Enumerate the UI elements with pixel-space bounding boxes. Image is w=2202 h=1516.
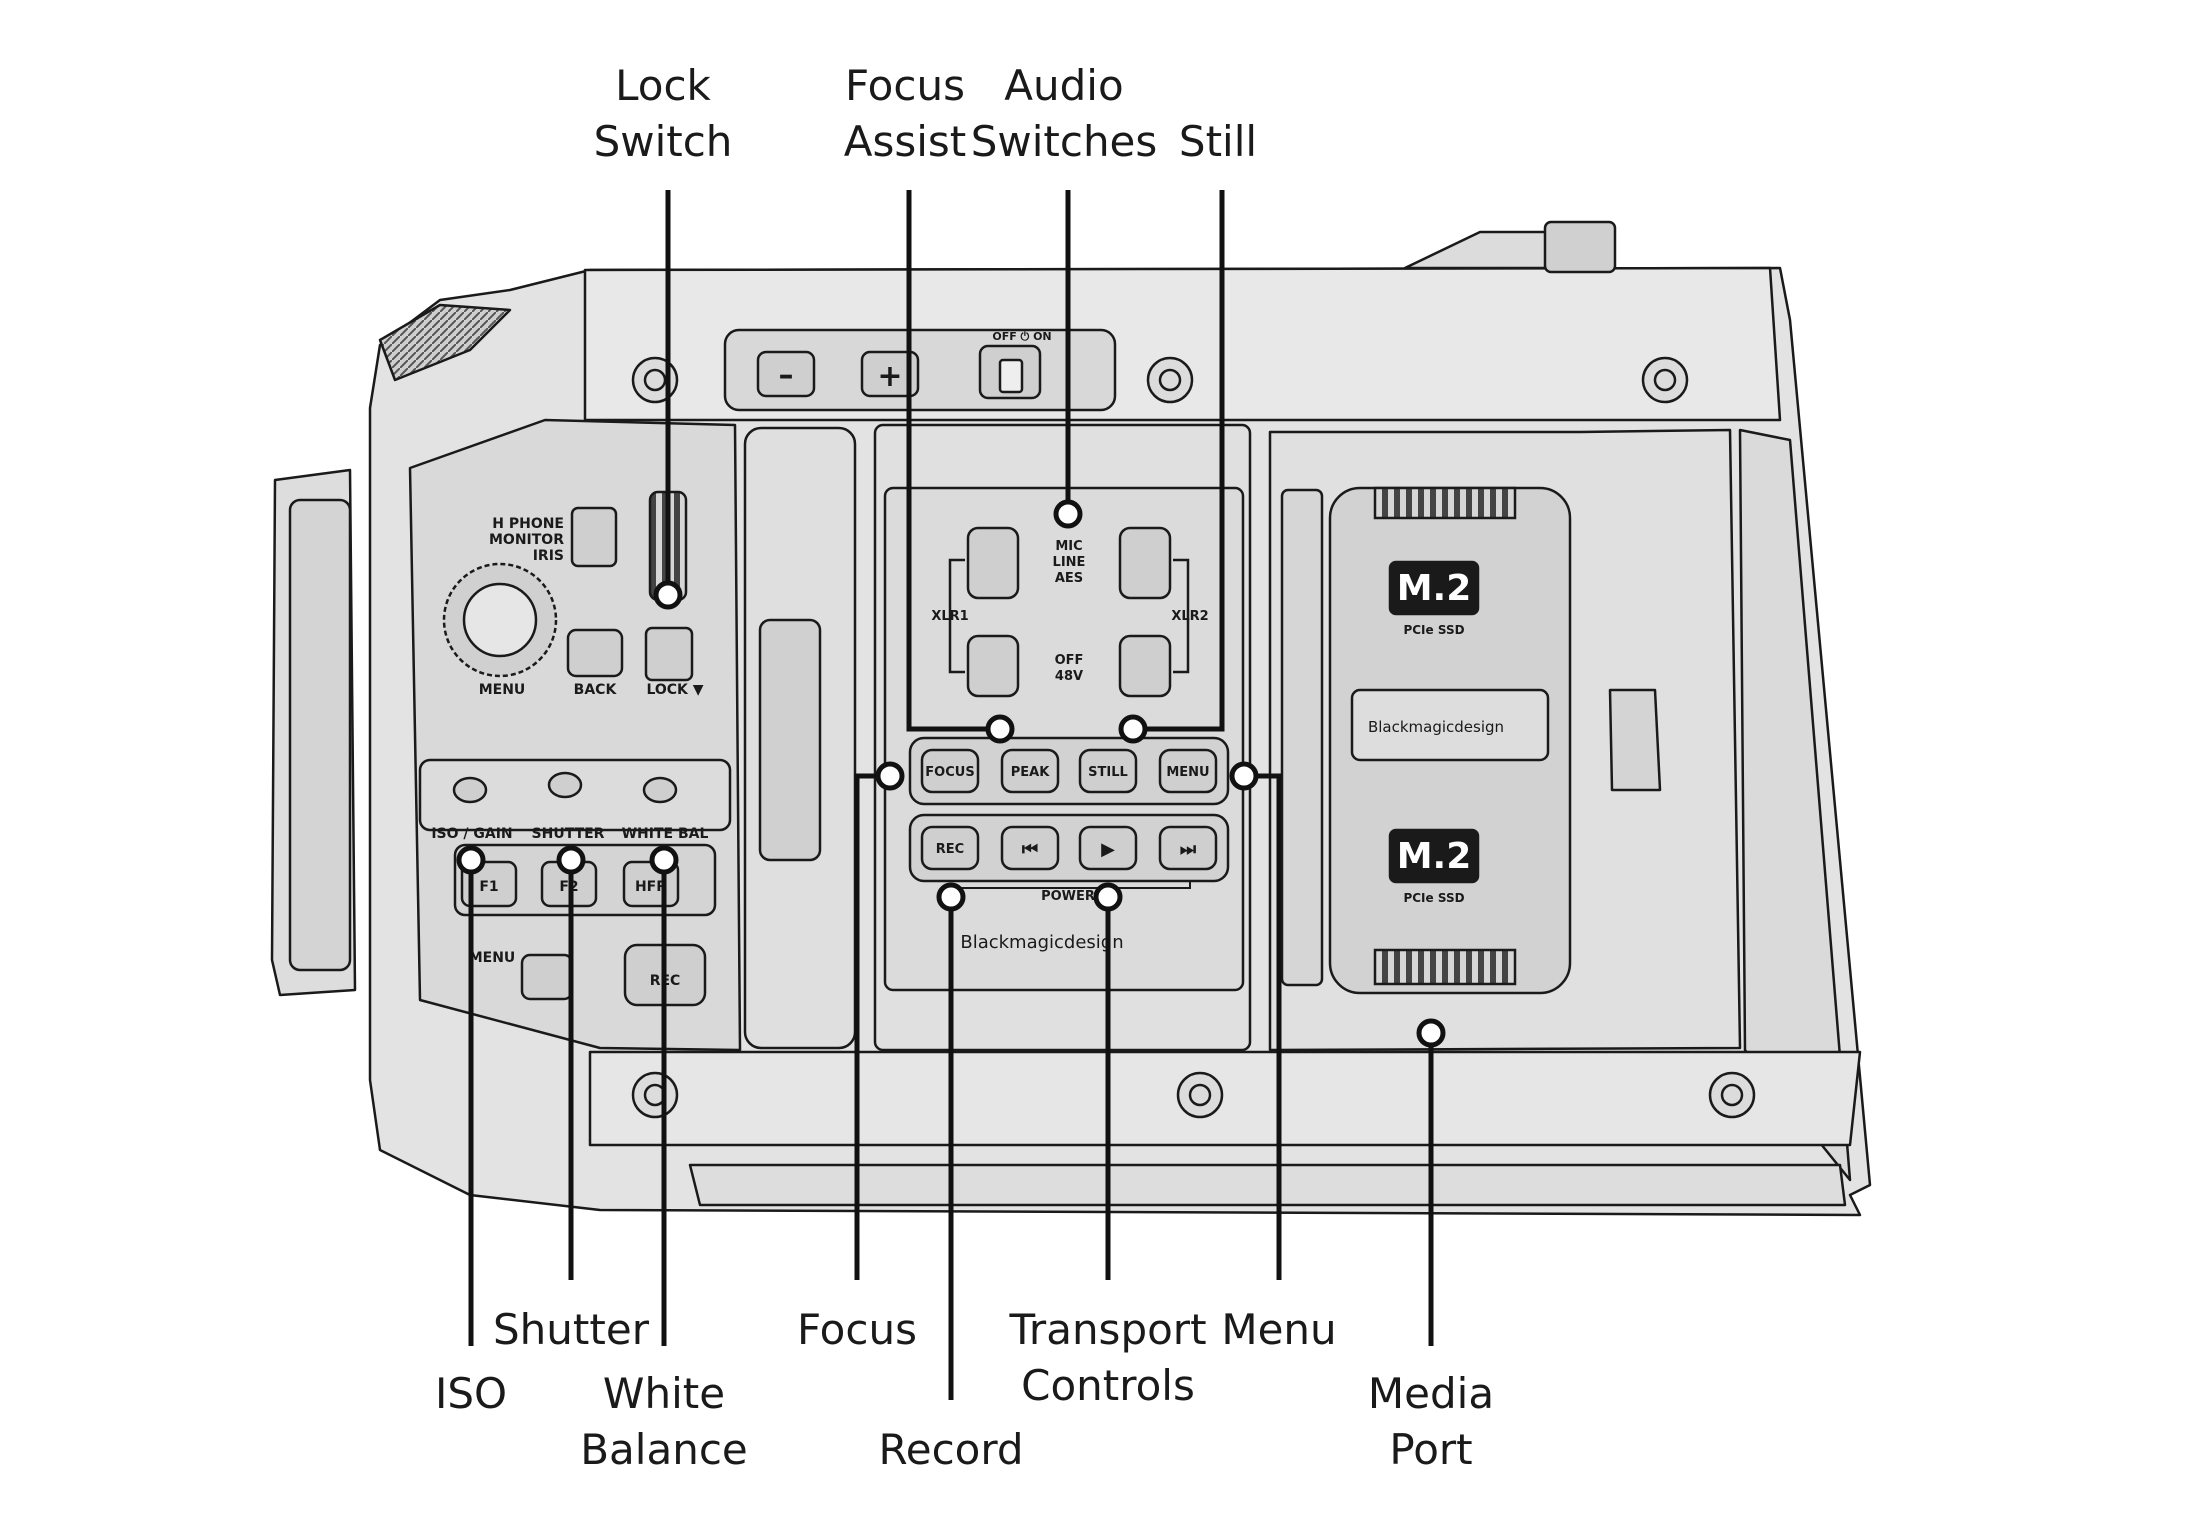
plus-button [860, 350, 920, 398]
shutter-label: SHUTTER [532, 826, 605, 842]
leader-focus-assist [906, 190, 1000, 732]
line-label: LINE [1053, 555, 1086, 570]
grip-texture [378, 303, 512, 382]
xlr1-label: XLR1 [931, 609, 968, 624]
next-btn-label: ⏭ [1180, 839, 1197, 860]
menu-lower-button [520, 953, 574, 1001]
hfr-label: HFR [635, 879, 667, 895]
off-label: OFF [1055, 653, 1084, 668]
leader-still [1133, 190, 1225, 732]
pcie-top: PCIe SSD [1403, 623, 1464, 637]
aes-label: AES [1055, 571, 1083, 586]
lock-label: LOCK ▼ [646, 682, 703, 698]
rec-button [920, 825, 980, 871]
focus-btn-label: FOCUS [925, 765, 974, 780]
mic-label: MIC [1055, 539, 1082, 554]
48v-label: 48V [1055, 669, 1083, 684]
callout-record: Record [878, 1425, 1024, 1474]
back-label: BACK [574, 682, 618, 698]
monitor-label: MONITOR [489, 532, 564, 548]
top-screws [631, 356, 1756, 1119]
callout-still: Still [1178, 117, 1258, 166]
hphone-switch [570, 506, 618, 568]
callout-iso: ISO [434, 1369, 508, 1418]
xlr2-48v-switch [1118, 634, 1172, 698]
hphone-label: H PHONE [492, 516, 564, 532]
callout-white-balance: White Balance [580, 1369, 748, 1474]
bottom-rail [588, 1050, 1862, 1147]
callout-audio-switches: Audio Switches [970, 61, 1158, 166]
xlr2-mic-switch [1118, 526, 1172, 600]
prev-button [1000, 825, 1060, 871]
xlr1-48v-switch [966, 634, 1020, 698]
iris-label: IRIS [533, 548, 564, 564]
callout-transport-controls: Transport Controls [1009, 1305, 1207, 1410]
leader-dots [456, 499, 1446, 1048]
rec-btn-label: REC [936, 842, 964, 857]
back-button [566, 628, 624, 678]
next-button [1158, 825, 1218, 871]
still-btn-label: STILL [1088, 765, 1128, 780]
callout-focus-assist: Focus Assist [843, 61, 967, 166]
callout-media-port: Media Port [1367, 1369, 1495, 1474]
plus-label: + [877, 359, 902, 394]
minus-button [756, 350, 816, 398]
iso-gain-label: ISO / GAIN [431, 826, 512, 842]
focus-button [920, 748, 980, 794]
pcie-bottom: PCIe SSD [1403, 891, 1464, 905]
brand-media: Blackmagicdesign [1368, 718, 1504, 736]
menu-lower-label: MENU [469, 950, 516, 966]
peak-button [1000, 748, 1060, 794]
f1-label: F1 [479, 879, 498, 895]
callout-focus: Focus [797, 1305, 917, 1354]
off-on-label: OFF ⏻ ON [992, 330, 1051, 343]
peak-btn-label: PEAK [1011, 765, 1050, 780]
callout-menu: Menu [1221, 1305, 1337, 1354]
still-button [1078, 748, 1138, 794]
play-btn-label: ▶ [1101, 839, 1115, 860]
xlr1-mic-switch [966, 526, 1020, 600]
minus-label: – [779, 358, 794, 393]
menu-btn-label: MENU [1166, 765, 1209, 780]
callout-shutter: Shutter [493, 1305, 649, 1354]
lock-switch [644, 626, 694, 682]
menu-button [1158, 748, 1218, 794]
menu-dial-label: MENU [479, 682, 526, 698]
callout-lock-switch: Lock Switch [593, 61, 733, 166]
power-label: POWER [1041, 889, 1095, 904]
brand-center: Blackmagicdesign [960, 932, 1123, 953]
m2-bottom: M.2 [1397, 836, 1472, 877]
white-bal-label: WHITE BAL [622, 826, 709, 842]
play-button [1078, 825, 1138, 871]
prev-btn-label: ⏮ [1022, 839, 1038, 860]
leader-lines [468, 190, 1434, 1400]
m2-top: M.2 [1397, 568, 1472, 609]
xlr2-label: XLR2 [1171, 609, 1208, 624]
